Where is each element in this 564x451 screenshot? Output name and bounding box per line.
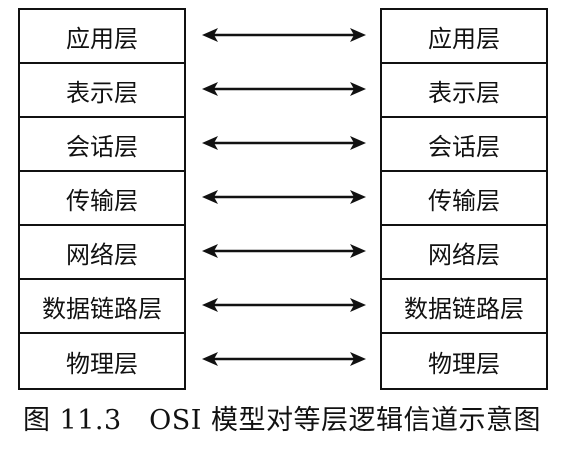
peer-channel-arrows — [196, 8, 372, 388]
peer-arrow-physical — [196, 332, 372, 386]
left-layer-presentation: 表示层 — [20, 64, 184, 118]
right-layer-network: 网络层 — [382, 226, 546, 280]
right-layer-presentation: 表示层 — [382, 64, 546, 118]
right-layer-physical: 物理层 — [428, 349, 500, 378]
peer-arrow-presentation — [196, 62, 372, 116]
left-layer-network: 网络层 — [20, 226, 184, 280]
double-arrow-icon — [202, 28, 366, 42]
left-layer-transport: 传输层 — [20, 172, 184, 226]
double-arrow-icon — [202, 298, 366, 312]
left-layer-data-link: 数据链路层 — [20, 280, 184, 334]
double-arrow-icon — [202, 244, 366, 258]
double-arrow-icon — [202, 82, 366, 96]
right-layer-application: 应用层 — [382, 10, 546, 64]
right-layer-session: 会话层 — [382, 118, 546, 172]
double-arrow-icon — [202, 352, 366, 366]
right-layer-transport: 传输层 — [382, 172, 546, 226]
double-arrow-icon — [202, 190, 366, 204]
peer-arrow-application — [196, 8, 372, 62]
double-arrow-icon — [202, 136, 366, 150]
peer-arrow-transport — [196, 170, 372, 224]
peer-arrow-data-link — [196, 278, 372, 332]
peer-arrow-network — [196, 224, 372, 278]
left-layer-session: 会话层 — [20, 118, 184, 172]
figure-caption: 图 11.3 OSI 模型对等层逻辑信道示意图 — [22, 405, 542, 436]
left-layer-application: 应用层 — [20, 10, 184, 64]
right-layer-data-link: 数据链路层 — [382, 280, 546, 334]
right-protocol-stack: 应用层 表示层 会话层 传输层 网络层 数据链路层 物理层 — [380, 8, 548, 390]
left-layer-physical: 物理层 — [66, 349, 138, 378]
peer-arrow-session — [196, 116, 372, 170]
left-protocol-stack: 应用层 表示层 会话层 传输层 网络层 数据链路层 物理层 — [18, 8, 186, 390]
